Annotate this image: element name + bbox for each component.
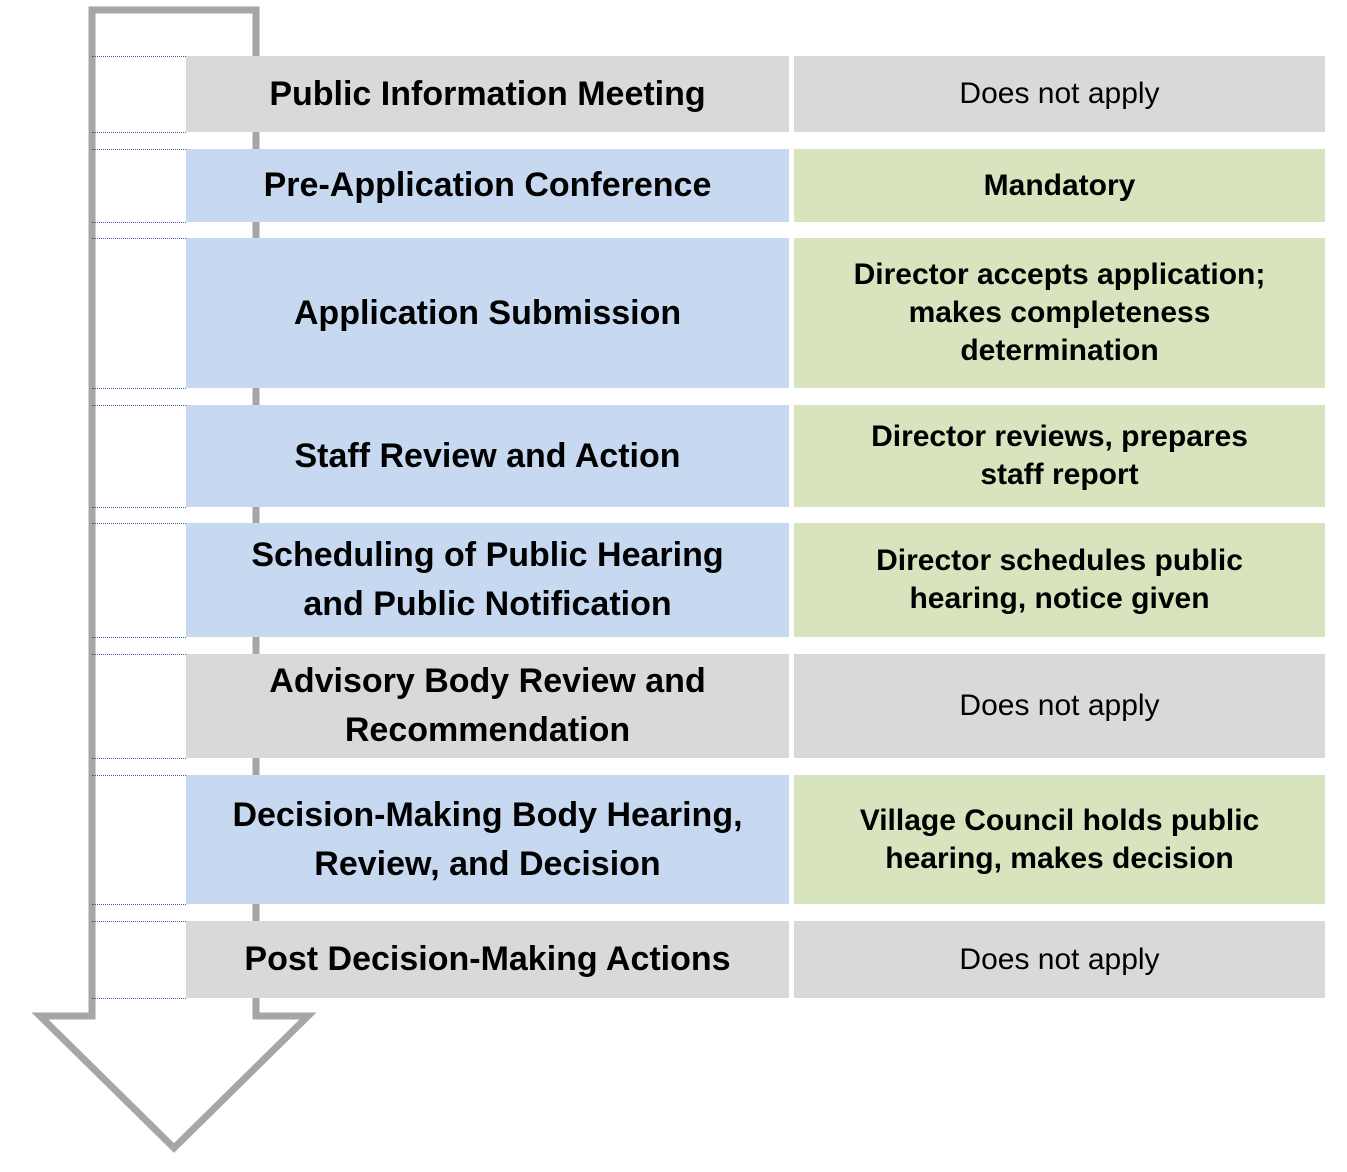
row-divider-line: [92, 523, 186, 524]
step-label: Application Submission: [293, 293, 682, 332]
step-label: Staff Review and Action: [294, 436, 681, 475]
row-divider-line: [92, 637, 186, 638]
step-description: Director schedules public hearing, notic…: [876, 544, 1243, 615]
row-divider-line: [92, 654, 186, 655]
row-divider-line: [92, 998, 186, 999]
step-description-cell: Director reviews, prepares staff report: [794, 405, 1325, 507]
row-divider-line: [92, 132, 186, 133]
row-divider-line: [92, 149, 186, 150]
step-description: Does not apply: [959, 77, 1160, 110]
step-description-cell: Director accepts application; makes comp…: [794, 238, 1325, 388]
step-row: Advisory Body Review and Recommendation D…: [186, 654, 1325, 758]
row-divider-line: [92, 238, 186, 239]
step-label-cell: Staff Review and Action: [186, 405, 789, 507]
step-description-cell: Does not apply: [794, 654, 1325, 758]
step-label-cell: Scheduling of Public Hearing and Public …: [186, 523, 789, 637]
step-label-cell: Application Submission: [186, 238, 789, 388]
row-divider-line: [92, 222, 186, 223]
step-row: Application Submission Director accepts a…: [186, 238, 1325, 388]
step-label: Pre-Application Conference: [263, 166, 712, 204]
step-description-cell: Mandatory: [794, 149, 1325, 222]
row-divider-line: [92, 758, 186, 759]
row-divider-line: [92, 56, 186, 57]
row-divider-line: [92, 921, 186, 922]
step-label: Public Information Meeting: [269, 74, 706, 113]
step-row: Public Information Meeting Does not apply: [186, 56, 1325, 132]
step-description-cell: Does not apply: [794, 921, 1325, 998]
step-label: Scheduling of Public Hearing and Public …: [251, 536, 724, 623]
step-description-cell: Director schedules public hearing, notic…: [794, 523, 1325, 637]
step-description-cell: Does not apply: [794, 56, 1325, 132]
step-label-cell: Decision-Making Body Hearing, Review, an…: [186, 775, 789, 904]
step-description: Does not apply: [959, 942, 1160, 976]
row-divider-line: [92, 388, 186, 389]
step-description: Director reviews, prepares staff report: [871, 420, 1248, 491]
step-label: Post Decision-Making Actions: [244, 940, 731, 978]
row-divider-line: [92, 405, 186, 406]
step-description: Mandatory: [983, 168, 1136, 202]
step-row: Staff Review and Action Director reviews,…: [186, 405, 1325, 507]
step-label: Advisory Body Review and Recommendation: [269, 662, 706, 749]
row-divider-line: [92, 775, 186, 776]
row-divider-line: [92, 507, 186, 508]
step-label: Decision-Making Body Hearing, Review, an…: [232, 795, 743, 883]
row-divider-line: [92, 904, 186, 905]
step-label-cell: Pre-Application Conference: [186, 149, 789, 222]
step-description: Does not apply: [959, 689, 1160, 722]
step-label-cell: Public Information Meeting: [186, 56, 789, 132]
step-description: Director accepts application; makes comp…: [853, 258, 1266, 367]
step-label-cell: Post Decision-Making Actions: [186, 921, 789, 998]
step-label-cell: Advisory Body Review and Recommendation: [186, 654, 789, 758]
step-row: Pre-Application Conference Mandatory: [186, 149, 1325, 222]
step-description-cell: Village Council holds public hearing, ma…: [794, 775, 1325, 904]
step-description: Village Council holds public hearing, ma…: [859, 803, 1260, 875]
step-row: Decision-Making Body Hearing, Review, an…: [186, 775, 1325, 904]
step-row: Scheduling of Public Hearing and Public …: [186, 523, 1325, 637]
step-row: Post Decision-Making Actions Does not app…: [186, 921, 1325, 998]
